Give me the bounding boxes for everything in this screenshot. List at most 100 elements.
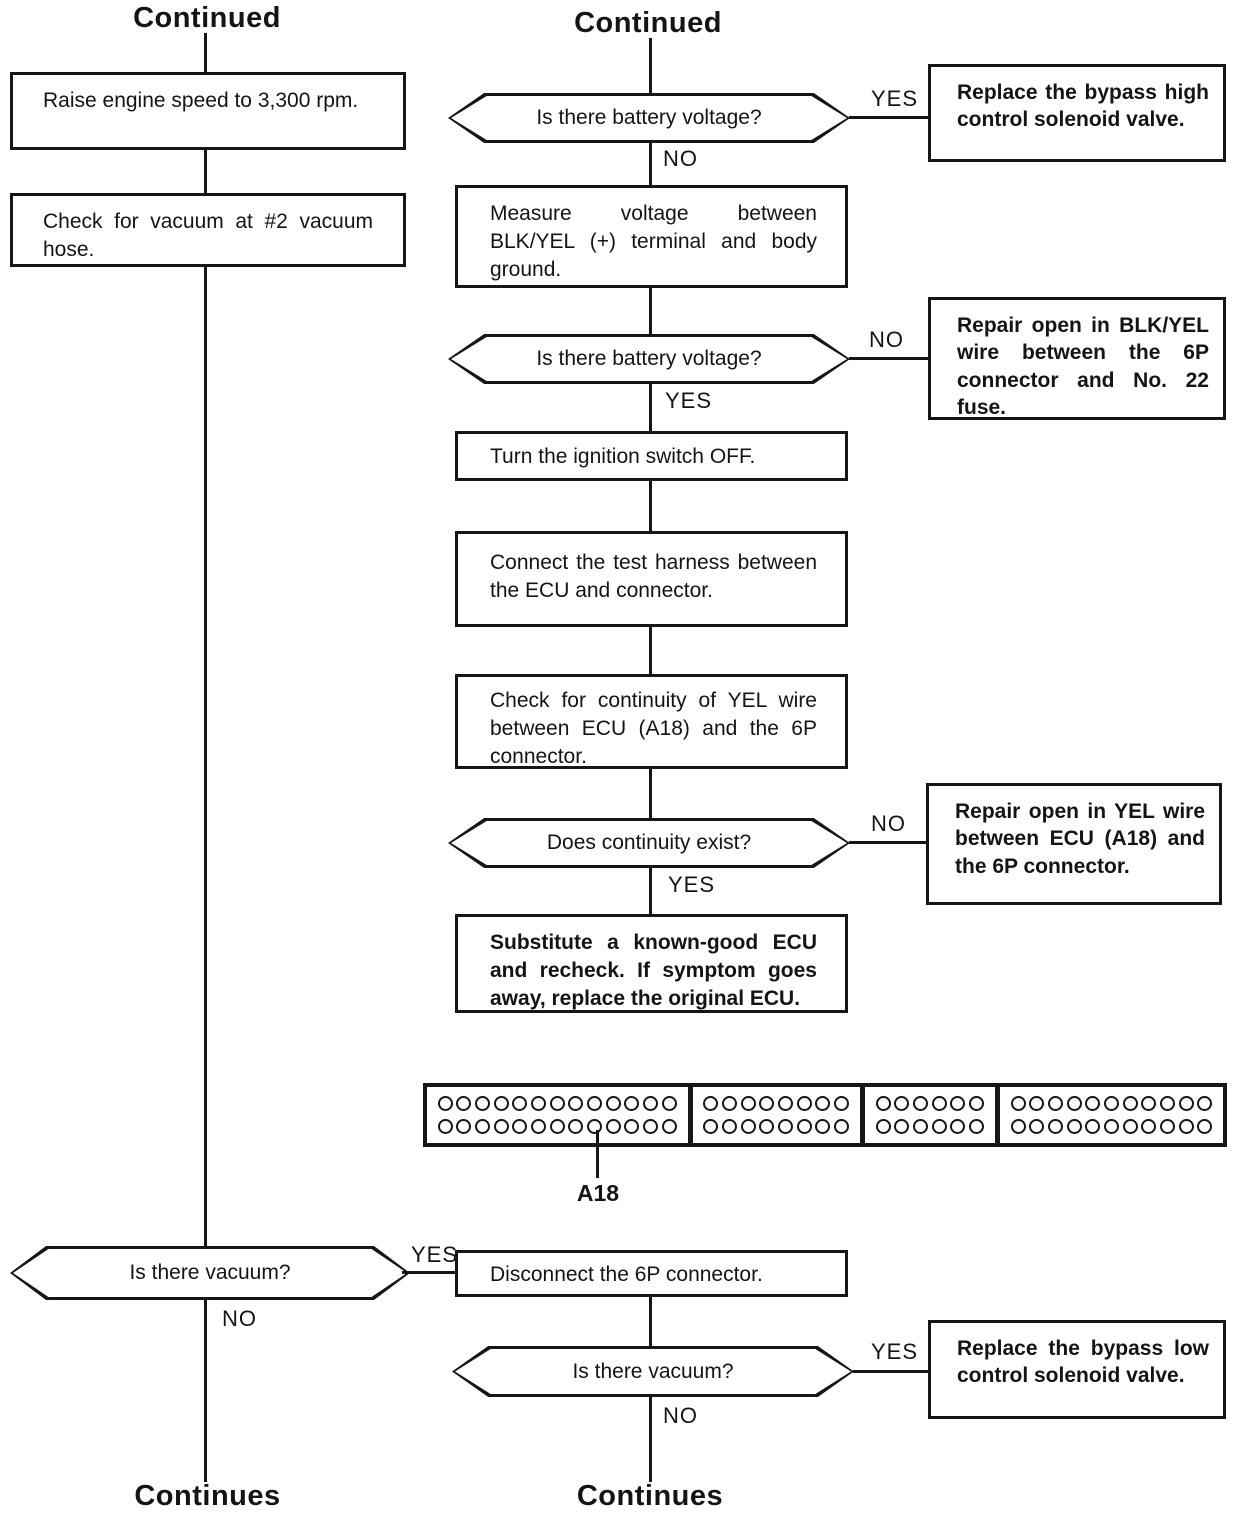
connector-pin (722, 1096, 738, 1111)
yes-branch-label: YES (668, 872, 716, 897)
connector-pin (1047, 1119, 1063, 1134)
connector-pin (875, 1119, 891, 1134)
connector-pin (759, 1119, 775, 1134)
process-measure-voltage: Measure voltage between BLK/YEL (+) term… (455, 185, 848, 288)
connector-pin (875, 1096, 891, 1111)
flow-line (204, 267, 207, 1246)
connector-pin (1122, 1096, 1138, 1111)
connector-pin (1010, 1096, 1026, 1111)
yes-branch-label: YES (871, 86, 919, 111)
connector-pin (968, 1096, 984, 1111)
connector-pin (493, 1119, 509, 1134)
connector-pin (778, 1096, 793, 1111)
connector-pin (894, 1119, 910, 1134)
connector-pin (1047, 1096, 1063, 1111)
connector-pin (912, 1119, 928, 1134)
continues-label-left: Continues (134, 1480, 281, 1512)
connector-pin (1085, 1119, 1101, 1134)
connector-pin (931, 1119, 947, 1134)
connector-pin (950, 1096, 966, 1111)
flow-line (649, 384, 652, 431)
action-repair-yel-wire: Repair open in YEL wire between ECU (A18… (926, 783, 1222, 905)
connector-pin (833, 1119, 849, 1134)
connector-pin (549, 1119, 565, 1134)
connector-pin (894, 1096, 910, 1111)
connector-pin (531, 1096, 547, 1111)
flow-line (649, 38, 652, 93)
connector-pin (605, 1096, 621, 1111)
connector-pin (1122, 1119, 1138, 1134)
decision-continuity-exist: Does continuity exist? (448, 818, 850, 868)
connector-pin (643, 1096, 659, 1111)
continued-label-left: Continued (133, 2, 281, 34)
no-branch-label: NO (663, 1403, 698, 1428)
connector-pin (437, 1096, 453, 1111)
connector-pin (931, 1096, 947, 1111)
decision-battery-voltage-1: Is there battery voltage? (448, 93, 850, 143)
flow-line (204, 33, 207, 72)
a18-pin-label: A18 (576, 1180, 620, 1206)
connector-pin (759, 1096, 775, 1111)
connector-pin (624, 1119, 640, 1134)
decision-is-there-vacuum-bottom: Is there vacuum? (452, 1346, 854, 1397)
continued-label-right: Continued (574, 7, 722, 39)
connector-pin (778, 1119, 793, 1134)
connector-pin (1141, 1119, 1157, 1134)
no-branch-label: NO (869, 327, 904, 352)
connector-pin (796, 1119, 812, 1134)
connector-pin (950, 1119, 966, 1134)
process-substitute-ecu: Substitute a known-good ECU and recheck.… (455, 914, 848, 1013)
connector-pin (1010, 1119, 1026, 1134)
continues-label-right: Continues (576, 1480, 724, 1512)
connector-pin (493, 1096, 509, 1111)
connector-pin (512, 1096, 528, 1111)
connector-pin (1103, 1096, 1119, 1111)
connector-pin (1159, 1096, 1175, 1111)
connector-pin (624, 1096, 640, 1111)
connector-pin (587, 1096, 603, 1111)
flow-line (204, 150, 207, 193)
connector-pin (1178, 1119, 1194, 1134)
connector-pin (815, 1096, 831, 1111)
connector-pin (456, 1119, 472, 1134)
decision-battery-voltage-2: Is there battery voltage? (448, 334, 850, 384)
connector-pin (1029, 1119, 1045, 1134)
flow-line (649, 481, 652, 531)
connector-pin (833, 1096, 849, 1111)
flow-line (649, 769, 652, 818)
flow-line (649, 1297, 652, 1346)
connector-pin (1103, 1119, 1119, 1134)
connector-pin (796, 1096, 812, 1111)
no-branch-label: NO (222, 1306, 257, 1331)
connector-pin (1085, 1096, 1101, 1111)
connector-pin (740, 1119, 756, 1134)
process-raise-engine-speed: Raise engine speed to 3,300 rpm. (10, 72, 406, 150)
connector-pin (703, 1096, 719, 1111)
connector-section (427, 1087, 688, 1143)
connector-pin (1197, 1119, 1213, 1134)
flow-line (649, 868, 652, 914)
flow-line (649, 627, 652, 674)
connector-pin (1029, 1096, 1045, 1111)
connector-pin (549, 1096, 565, 1111)
action-replace-bypass-low: Replace the bypass low control solenoid … (928, 1320, 1226, 1419)
a18-pointer-line (596, 1130, 599, 1178)
connector-pin (661, 1096, 677, 1111)
connector-pin (475, 1119, 491, 1134)
connector-pin (1141, 1096, 1157, 1111)
connector-pin (475, 1096, 491, 1111)
connector-section (994, 1087, 1223, 1143)
yes-branch-label: YES (665, 388, 713, 413)
yes-branch-label: YES (411, 1242, 459, 1267)
connector-pin (703, 1119, 719, 1134)
no-branch-label: NO (871, 811, 906, 836)
connector-pin (568, 1096, 584, 1111)
flow-line (853, 1370, 928, 1373)
flow-line (402, 1271, 455, 1274)
flow-line (849, 841, 927, 844)
action-replace-bypass-high: Replace the bypass high control solenoid… (928, 64, 1226, 162)
ecu-connector-diagram (423, 1083, 1227, 1147)
flow-line (649, 1397, 652, 1482)
connector-pin (587, 1119, 603, 1134)
